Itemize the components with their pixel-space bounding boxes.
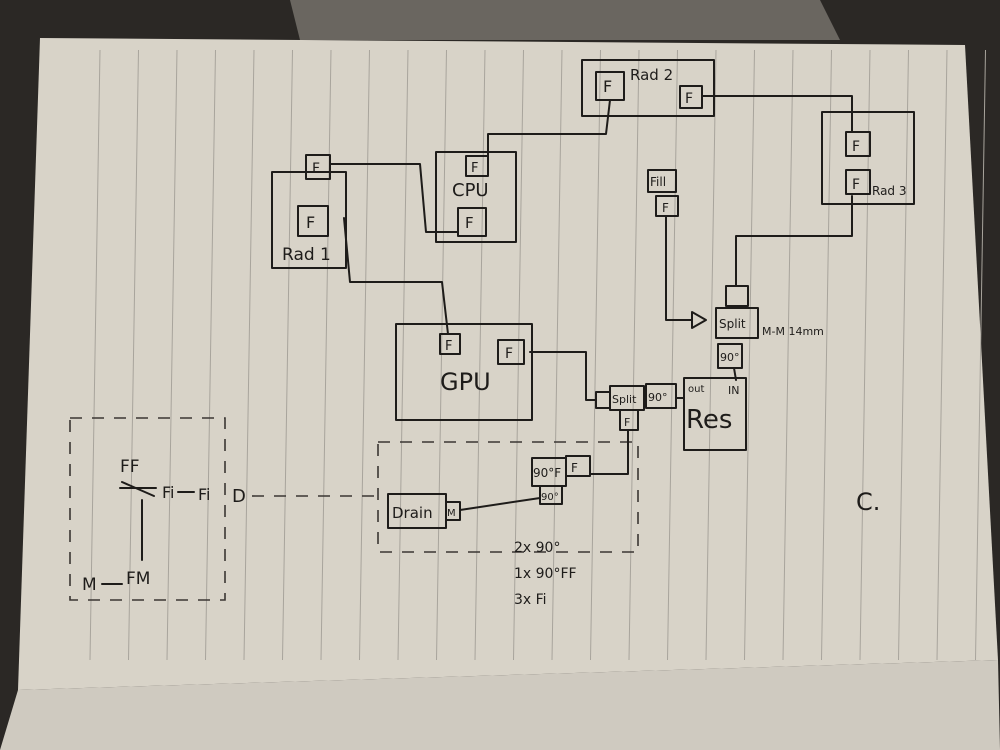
svg-text:F: F: [465, 214, 474, 232]
ruled-line: [821, 49, 832, 661]
ruled-line: [590, 49, 601, 661]
svg-text:Rad 2: Rad 2: [630, 66, 673, 84]
svg-text:out: out: [688, 384, 704, 395]
svg-text:Split: Split: [719, 317, 746, 331]
split-top: Split M-M 14mm 90°: [691, 285, 824, 369]
svg-text:F: F: [445, 339, 452, 354]
rad3: F F Rad 3: [821, 111, 915, 205]
ruled-line: [166, 49, 178, 661]
svg-text:F: F: [685, 91, 693, 107]
svg-text:F: F: [662, 201, 669, 215]
svg-text:F: F: [306, 213, 315, 232]
svg-text:2x 90°: 2x 90°: [514, 540, 560, 556]
parts-list: 2x 90° 1x 90°FF 3x Fi: [514, 540, 577, 608]
fabric: [290, 0, 840, 40]
svg-text:M: M: [82, 575, 97, 595]
svg-text:CPU: CPU: [452, 180, 489, 201]
ruled-line: [89, 49, 101, 661]
svg-text:Fi: Fi: [198, 485, 210, 504]
svg-text:90°: 90°: [541, 492, 559, 503]
svg-text:Rad 1: Rad 1: [282, 245, 331, 265]
drain: Drain M 90°F F 90°: [377, 441, 639, 553]
svg-text:90°F: 90°F: [533, 466, 561, 480]
svg-text:D: D: [232, 486, 246, 507]
svg-text:Rad 3: Rad 3: [872, 184, 907, 198]
svg-text:Split: Split: [612, 393, 637, 406]
gpu: F F GPU: [395, 323, 533, 421]
svg-text:M-M 14mm: M-M 14mm: [762, 325, 824, 338]
ruled-line: [282, 49, 293, 661]
ruled-line: [320, 49, 332, 661]
svg-text:F: F: [312, 161, 320, 177]
ruled-line: [205, 49, 216, 661]
cpu: F CPU F: [435, 151, 517, 243]
svg-text:F: F: [852, 177, 860, 193]
svg-text:F: F: [571, 461, 578, 475]
fill-port: Fill F: [647, 169, 679, 217]
ruled-line: [782, 49, 794, 661]
svg-text:F: F: [505, 346, 513, 362]
fitting-detail: FF Fi Fi D M FM: [69, 417, 378, 601]
svg-text:IN: IN: [728, 384, 739, 397]
svg-text:FM: FM: [126, 569, 150, 589]
svg-text:GPU: GPU: [440, 368, 491, 396]
ruled-line: [128, 49, 139, 661]
tubing: [329, 95, 853, 511]
ruled-line: [898, 49, 909, 661]
svg-text:90°: 90°: [648, 391, 668, 404]
ruled-line: [513, 49, 524, 661]
ruled-line: [744, 49, 755, 661]
ruled-line: [551, 49, 563, 661]
svg-text:3x Fi: 3x Fi: [514, 592, 547, 608]
svg-text:1x 90°FF: 1x 90°FF: [514, 566, 577, 582]
svg-text:F: F: [471, 161, 478, 176]
ruled-line: [936, 49, 948, 661]
svg-text:Drain: Drain: [392, 504, 433, 522]
ruled-line: [667, 49, 678, 661]
svg-text:Fill: Fill: [650, 175, 666, 189]
ruled-line: [859, 49, 871, 661]
svg-text:F: F: [624, 416, 630, 429]
svg-text:F: F: [603, 77, 612, 96]
reservoir: out IN Res: [683, 377, 747, 451]
split-bottom: Split 90° F: [595, 383, 677, 431]
rad1: F F Rad 1: [271, 154, 347, 269]
ruled-line: [705, 49, 717, 661]
svg-text:FF: FF: [120, 457, 140, 477]
ruled-lines: [89, 49, 986, 661]
svg-text:M: M: [447, 508, 456, 519]
ruled-line: [243, 49, 255, 661]
svg-text:F: F: [852, 139, 860, 155]
ruled-line: [628, 49, 640, 661]
svg-text:90°: 90°: [720, 351, 740, 364]
paper-bottom-fold: [0, 660, 1000, 750]
ruled-line: [975, 49, 986, 661]
ruled-line: [397, 49, 409, 661]
svg-text:Fi: Fi: [162, 483, 174, 502]
signature: C.: [856, 488, 880, 516]
ruled-line: [359, 49, 370, 661]
svg-text:Res: Res: [686, 405, 732, 435]
